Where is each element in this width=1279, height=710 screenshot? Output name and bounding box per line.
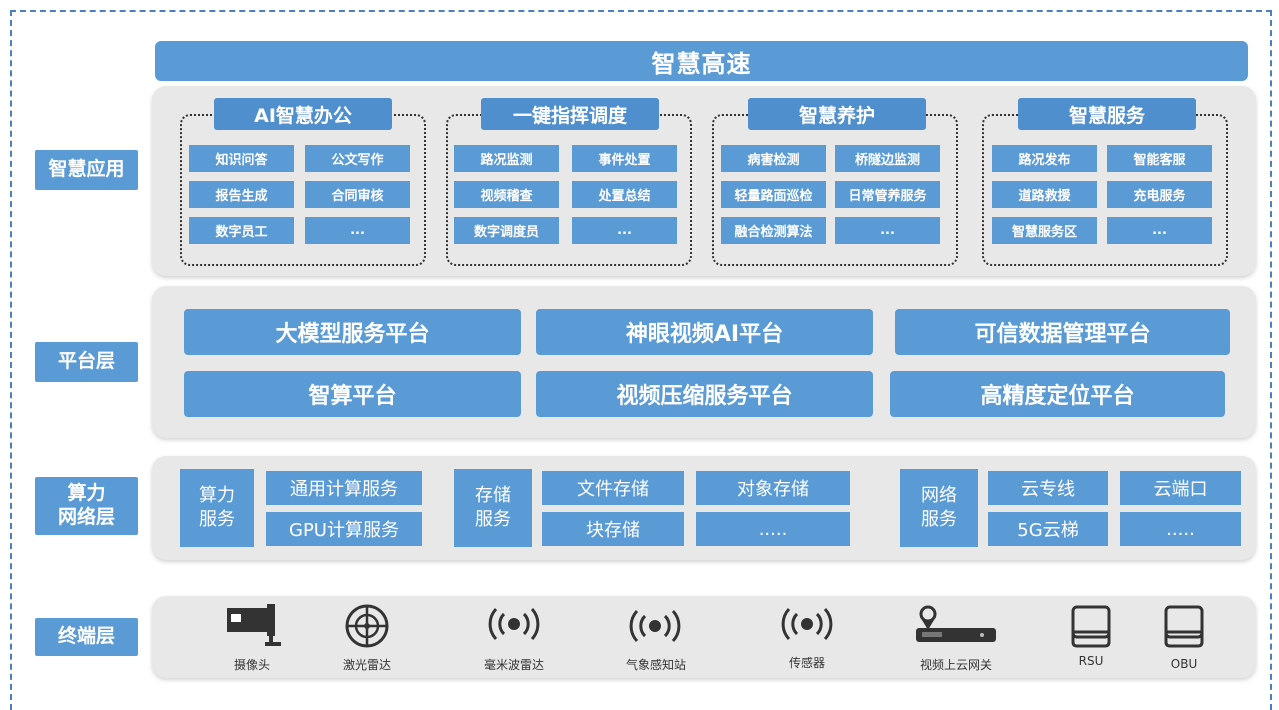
network-service-title: 网络 服务 (900, 469, 978, 547)
network-service-item: 5G云梯 (988, 512, 1108, 546)
weather-wave-icon (629, 609, 681, 643)
app-cell: 公文写作 (305, 145, 410, 172)
network-service-item: ..... (1120, 512, 1241, 546)
layer-label-compute: 算力 网络层 (35, 477, 138, 535)
network-service-item: 云专线 (988, 471, 1108, 505)
storage-service-item: 文件存储 (542, 471, 684, 505)
app-cell: 知识问答 (189, 145, 294, 172)
app-cell: 智能客服 (1107, 145, 1212, 172)
app-cell: 充电服务 (1107, 181, 1212, 208)
app-cell: 融合检测算法 (721, 217, 826, 244)
device-label: RSU (1078, 654, 1104, 668)
app-cell: 桥隧边监测 (835, 145, 940, 172)
gateway-icon (916, 605, 996, 642)
lidar-icon (345, 604, 389, 648)
platform-box: 智算平台 (184, 371, 521, 417)
app-cell: 轻量路面巡检 (721, 181, 826, 208)
app-cell: 报告生成 (189, 181, 294, 208)
layer-label-platform: 平台层 (35, 342, 138, 382)
compute-service-item: GPU计算服务 (266, 512, 422, 546)
radar-wave-icon (488, 607, 540, 641)
group-title-command-dispatch: 一键指挥调度 (481, 98, 659, 130)
app-cell: 智慧服务区 (992, 217, 1097, 244)
obu-icon (1164, 605, 1204, 648)
group-title-ai-office: AI智慧办公 (214, 98, 392, 130)
app-cell: ... (572, 217, 677, 244)
device-label: 毫米波雷达 (483, 658, 544, 672)
device-label: 激光雷达 (342, 658, 391, 672)
platform-box: 神眼视频AI平台 (536, 309, 873, 355)
platform-box: 高精度定位平台 (890, 371, 1225, 417)
app-cell: 路况监测 (454, 145, 559, 172)
device-label: 摄像头 (233, 658, 270, 672)
camera-icon (227, 604, 281, 646)
storage-service-item: 块存储 (542, 512, 684, 546)
app-cell: ... (835, 217, 940, 244)
storage-service-item: ..... (696, 512, 850, 546)
sensor-wave-icon (781, 607, 833, 641)
compute-service-title: 算力 服务 (180, 469, 254, 547)
app-cell: ... (305, 217, 410, 244)
outer-dashed-frame (10, 10, 1272, 710)
device-label: OBU (1170, 657, 1198, 671)
top-title-bar: 智慧高速 (155, 41, 1248, 81)
app-cell: 路况发布 (992, 145, 1097, 172)
device-label: 传感器 (788, 656, 825, 670)
device-label: 气象感知站 (625, 658, 686, 672)
app-cell: 视频稽查 (454, 181, 559, 208)
app-cell: 道路救援 (992, 181, 1097, 208)
app-cell: 数字员工 (189, 217, 294, 244)
device-label: 视频上云网关 (919, 658, 992, 672)
rsu-icon (1071, 605, 1111, 648)
app-cell: 日常管养服务 (835, 181, 940, 208)
app-cell: ... (1107, 217, 1212, 244)
layer-label-application: 智慧应用 (35, 150, 138, 190)
app-cell: 合同审核 (305, 181, 410, 208)
compute-service-item: 通用计算服务 (266, 471, 422, 505)
group-title-smart-service: 智慧服务 (1018, 98, 1196, 130)
app-cell: 事件处置 (572, 145, 677, 172)
storage-service-title: 存储 服务 (454, 469, 532, 547)
group-title-smart-maintenance: 智慧养护 (748, 98, 926, 130)
network-service-item: 云端口 (1120, 471, 1241, 505)
app-cell: 数字调度员 (454, 217, 559, 244)
layer-label-terminal: 终端层 (35, 618, 138, 656)
platform-box: 大模型服务平台 (184, 309, 521, 355)
platform-box: 可信数据管理平台 (895, 309, 1230, 355)
app-cell: 处置总结 (572, 181, 677, 208)
app-cell: 病害检测 (721, 145, 826, 172)
storage-service-item: 对象存储 (696, 471, 850, 505)
platform-box: 视频压缩服务平台 (536, 371, 873, 417)
